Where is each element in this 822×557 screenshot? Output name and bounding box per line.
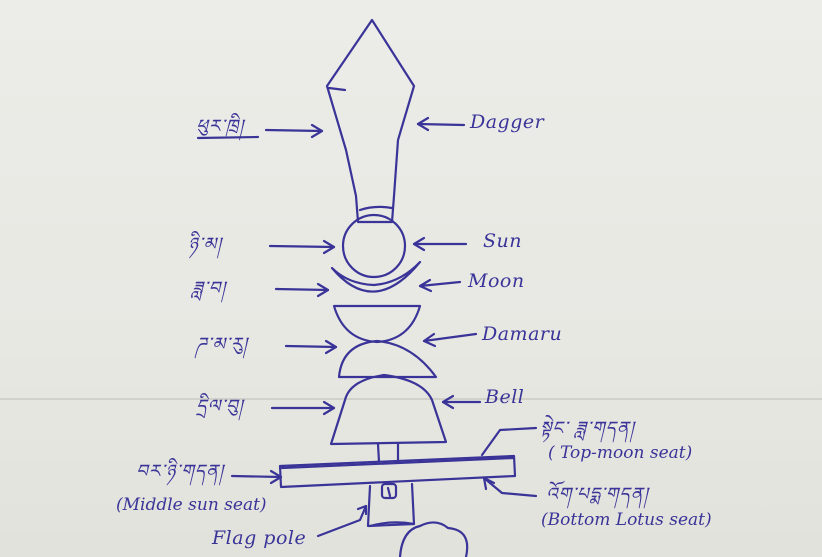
moon-shape: [330, 260, 422, 293]
sun-shape: [341, 213, 407, 279]
top-seat-line: [280, 456, 515, 470]
dagger-shape: [325, 18, 416, 224]
label-sun: Sun: [483, 230, 522, 252]
arrows-left: [230, 123, 338, 485]
label-bottom-lotus-seat: (Bottom Lotus seat): [541, 510, 712, 530]
paper-fold-line: [0, 398, 822, 400]
tibetan-label-bell: དྲིལ་བུ།: [196, 396, 244, 417]
damaru-lower-shape: [337, 339, 438, 379]
label-flag-pole: Flag pole: [212, 527, 307, 549]
bell-neck: [376, 442, 400, 464]
label-bell: Bell: [485, 386, 525, 408]
tibetan-label-middle-sun-seat: བར་ཉི་གདན།: [136, 461, 225, 482]
label-moon: Moon: [468, 270, 525, 292]
damaru-upper-shape: [332, 304, 422, 344]
tibetan-label-sun: ཉི་མ།: [188, 234, 223, 255]
arrows-right: [316, 116, 538, 538]
tibetan-label-moon: ཟླ་བ།: [192, 278, 227, 299]
label-damaru: Damaru: [482, 323, 563, 345]
label-dagger: Dagger: [470, 111, 545, 133]
tibetan-label-damaru: ཌ་མ་རུ།: [196, 334, 248, 355]
flag-pole-shape: [366, 482, 416, 528]
middle-seat-bar: [278, 454, 517, 489]
tibetan-label-bottom-lotus-seat: འོག་པདྨ་གདན།: [546, 484, 649, 505]
tibetan-label-dagger: ཕུར་ཁྲི།: [196, 116, 245, 137]
tibetan-label-top-moon-seat: སྟེང་ ཟླ་གདན།: [540, 418, 635, 439]
label-middle-sun-seat: (Middle sun seat): [116, 495, 267, 515]
bell-shape: [329, 373, 448, 446]
tibetan-dagger-underline: [196, 135, 260, 140]
bottom-lotus-shape: [398, 521, 469, 557]
label-top-moon-seat: ( Top-moon seat): [548, 443, 693, 463]
